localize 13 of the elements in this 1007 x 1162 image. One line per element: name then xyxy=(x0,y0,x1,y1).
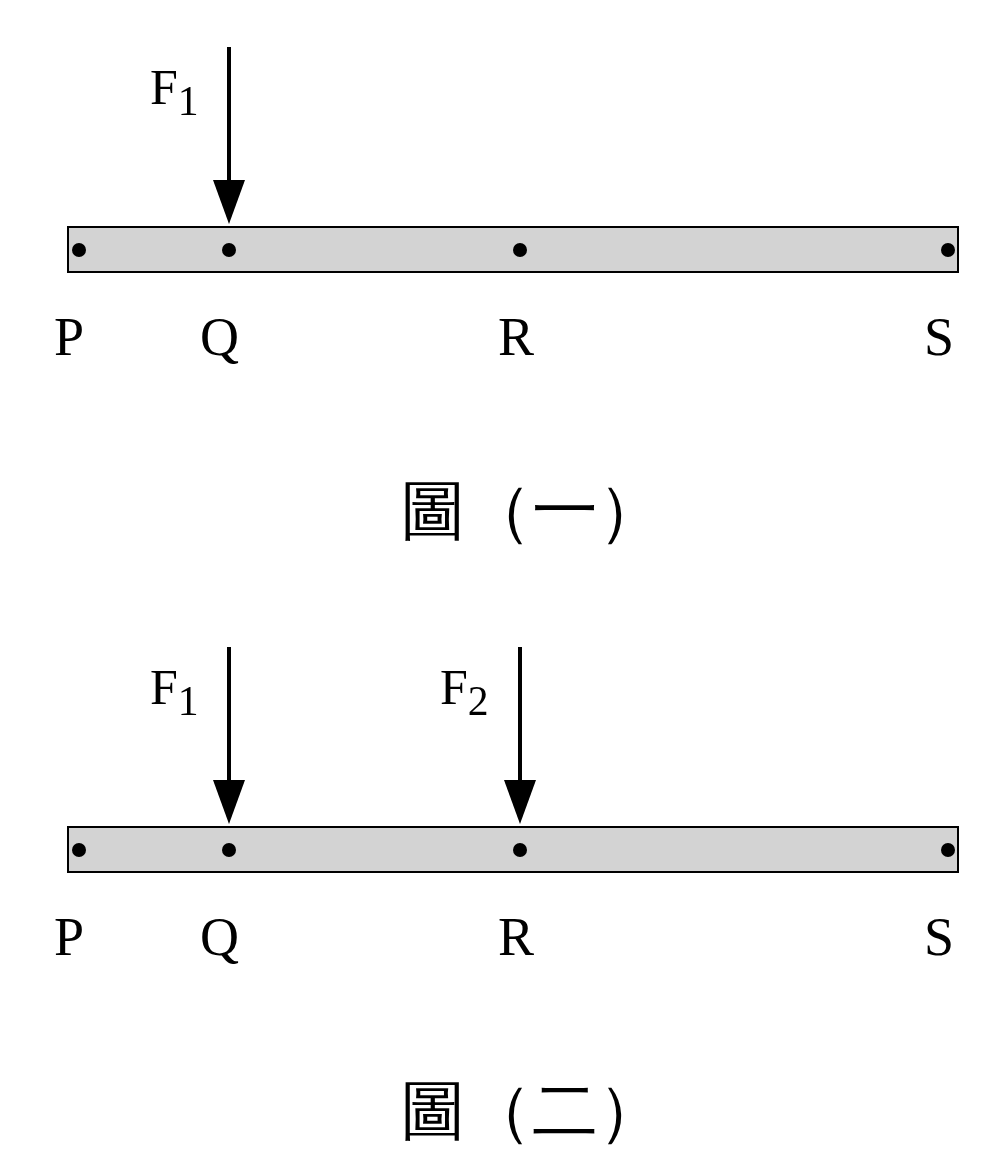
point-label: R xyxy=(498,310,535,364)
force-label: F$_{2}$ xyxy=(440,662,489,723)
point-label: P xyxy=(54,310,85,364)
force-label: F$_{1}$ xyxy=(150,62,199,123)
figure-caption: 圖（二） xyxy=(400,1078,664,1144)
point-label: Q xyxy=(200,910,239,964)
point-label: R xyxy=(498,910,535,964)
figure-caption: 圖（一） xyxy=(400,478,664,544)
point-label: S xyxy=(924,910,955,964)
force-label: F$_{1}$ xyxy=(150,662,199,723)
point-label: Q xyxy=(200,310,239,364)
point-label: P xyxy=(54,910,85,964)
point-label: S xyxy=(924,310,955,364)
